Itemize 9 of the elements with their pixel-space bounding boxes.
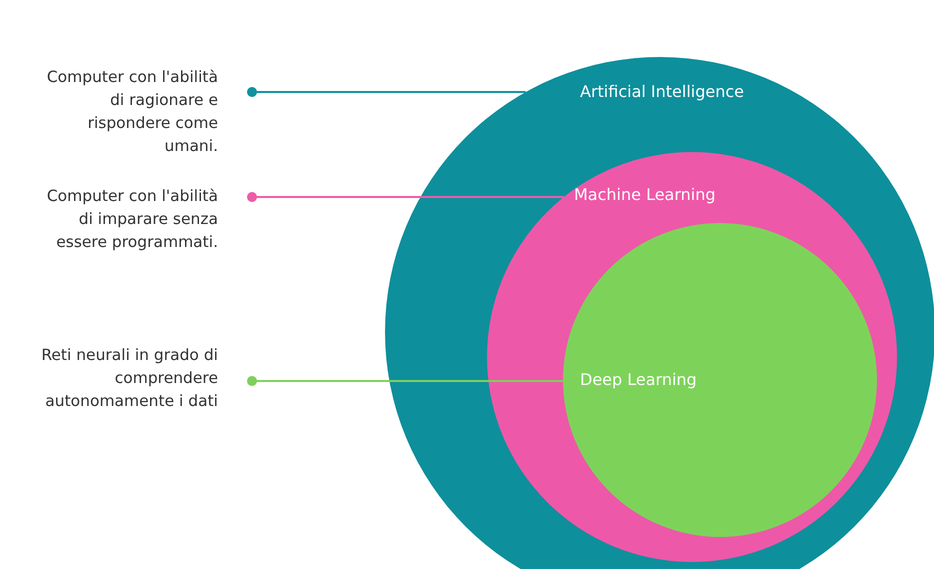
leader-line — [247, 192, 564, 202]
description-text: Computer con l'abilità di imparare senza essere programmati. — [40, 185, 218, 254]
leader-line — [247, 376, 563, 386]
circle-title: Deep Learning — [580, 370, 697, 389]
description-text: Computer con l'abilità di ragionare e rispondere come umani. — [40, 66, 218, 158]
circle-title: Machine Learning — [574, 185, 716, 204]
description-text: Reti neurali in grado di comprendere autonomamente i dati — [10, 344, 218, 413]
circle-title: Artificial Intelligence — [580, 82, 744, 101]
leader-line — [247, 87, 526, 97]
